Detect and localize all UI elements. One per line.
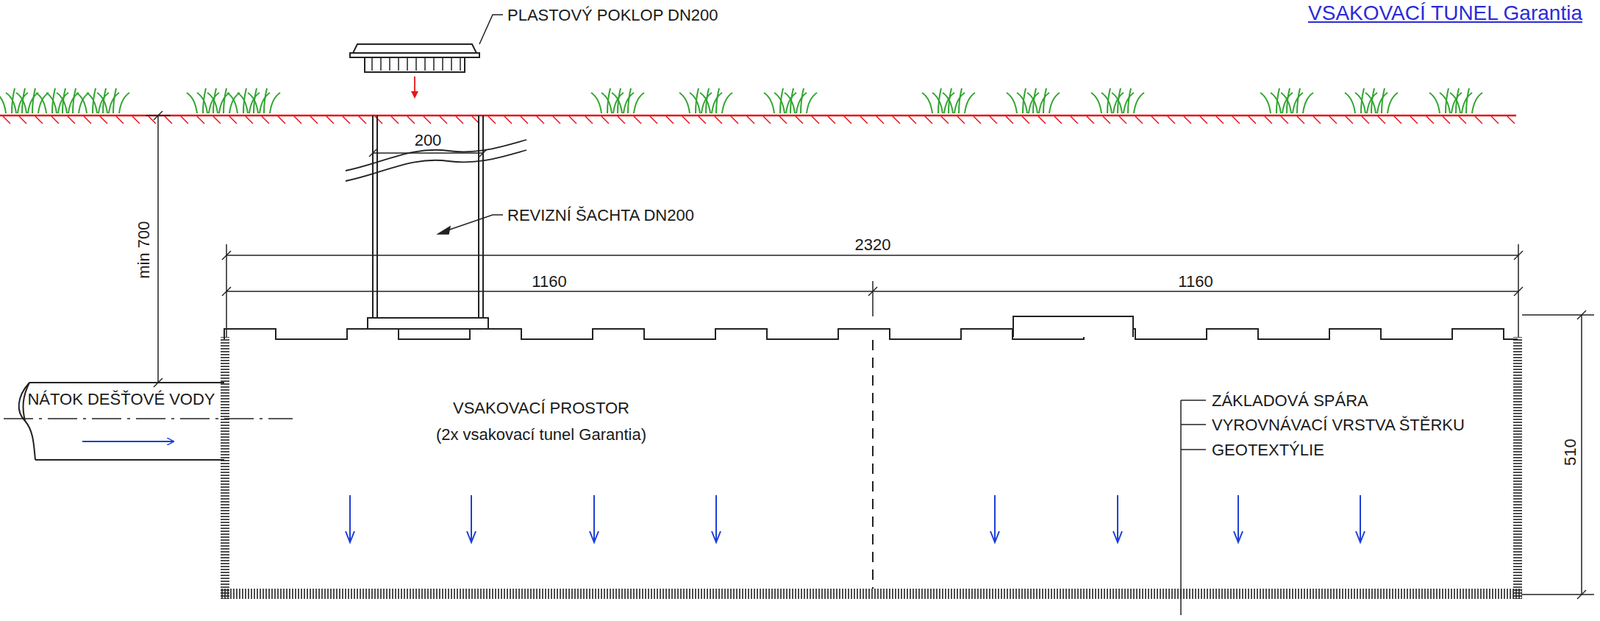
plastic-lid [350, 44, 480, 73]
callout-label: VYROVNÁVACÍ VRSTVA ŠTĚRKU [1211, 415, 1465, 434]
infiltration-arrows [345, 494, 1365, 542]
dimension-lines [145, 111, 1595, 599]
node-text: VSAKOVACÍ PROSTOR [452, 398, 630, 417]
dimension-text: min 700 [134, 221, 153, 279]
ground-line [0, 114, 1517, 117]
inflow-pipe [3, 382, 293, 460]
callout-label: REVIZNÍ ŠACHTA DN200 [507, 205, 695, 225]
leader-lines [438, 14, 1206, 615]
infiltration-tunnel [220, 316, 1523, 599]
dimension-text: 510 [1560, 438, 1579, 467]
dimension-text: 1160 [531, 272, 567, 291]
inflow-pipe-box: NÁTOK DEŠŤOVÉ VODY [19, 383, 225, 418]
flow-arrow [82, 440, 174, 442]
dimension-text: 2320 [855, 235, 892, 254]
inspection-shaft [345, 115, 527, 329]
callout-label: ZÁKLADOVÁ SPÁRA [1211, 391, 1369, 410]
grass [0, 88, 1483, 114]
ground-hatch [2, 116, 1515, 124]
node-text: (2x vsakovací tunel Garantia) [436, 425, 647, 444]
infiltration-space: VSAKOVACÍ PROSTOR (2x vsakovací tunel Gar… [229, 339, 1514, 589]
callout-label: GEOTEXTÝLIE [1211, 440, 1325, 459]
callout-label: PLASTOVÝ POKLOP DN200 [507, 5, 719, 25]
dimension-text: 200 [414, 130, 442, 150]
lid-arrow-head [411, 91, 419, 99]
dimension-text: 1160 [1177, 272, 1213, 291]
node-text: NÁTOK DEŠŤOVÉ VODY [27, 389, 215, 409]
title: VSAKOVACÍ TUNEL Garantia [1308, 1, 1583, 25]
